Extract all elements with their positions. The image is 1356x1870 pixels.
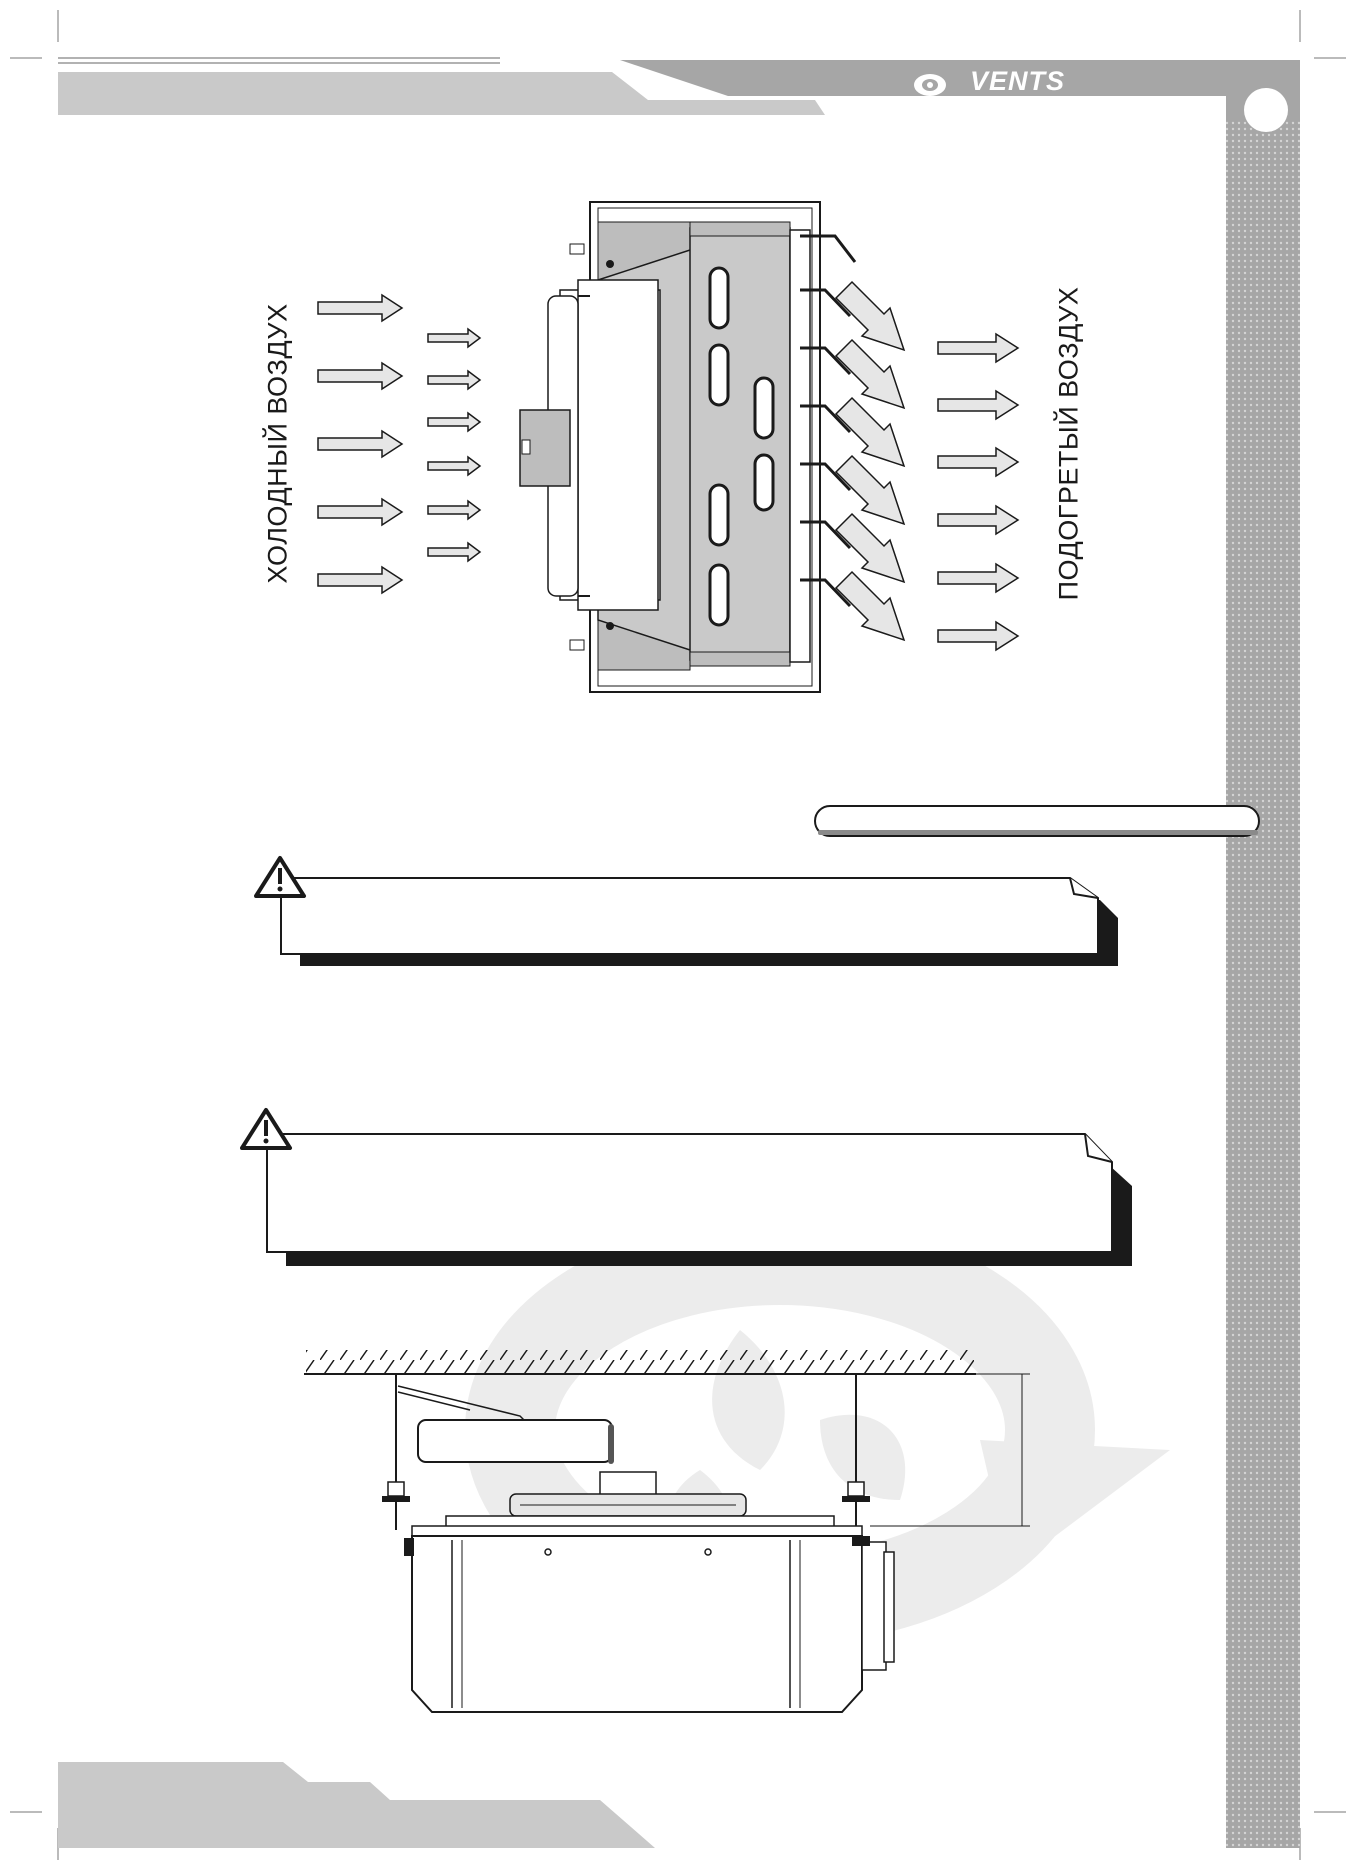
heated-air-diagonal-arrows <box>834 280 906 642</box>
heated-air-arrows <box>937 332 1020 652</box>
section-heading-pill <box>814 805 1260 837</box>
footer-band <box>58 1762 655 1848</box>
heated-air-label: ПОДОГРЕТЫЙ ВОЗДУХ <box>1053 286 1084 601</box>
header-band <box>58 57 1300 118</box>
coil-slots <box>708 266 775 627</box>
warning-box-1 <box>280 877 1118 966</box>
page-number-circle <box>1244 88 1288 132</box>
louver-blades <box>800 234 857 608</box>
ceiling-mount-diagram <box>304 1350 1030 1713</box>
cold-air-arrows <box>317 293 482 595</box>
warning-triangle-icon <box>240 1108 292 1150</box>
warning-triangle-icon <box>254 856 306 898</box>
cold-air-label: ХОЛОДНЫЙ ВОЗДУХ <box>262 303 293 584</box>
vents-logo-icon <box>914 74 946 96</box>
brand-logo-text: VENTS <box>970 66 1066 96</box>
heater-unit-top-view <box>519 201 857 693</box>
airflow-diagram <box>317 201 1020 693</box>
warning-box-2 <box>266 1133 1132 1266</box>
right-sidebar <box>1226 60 1300 1848</box>
